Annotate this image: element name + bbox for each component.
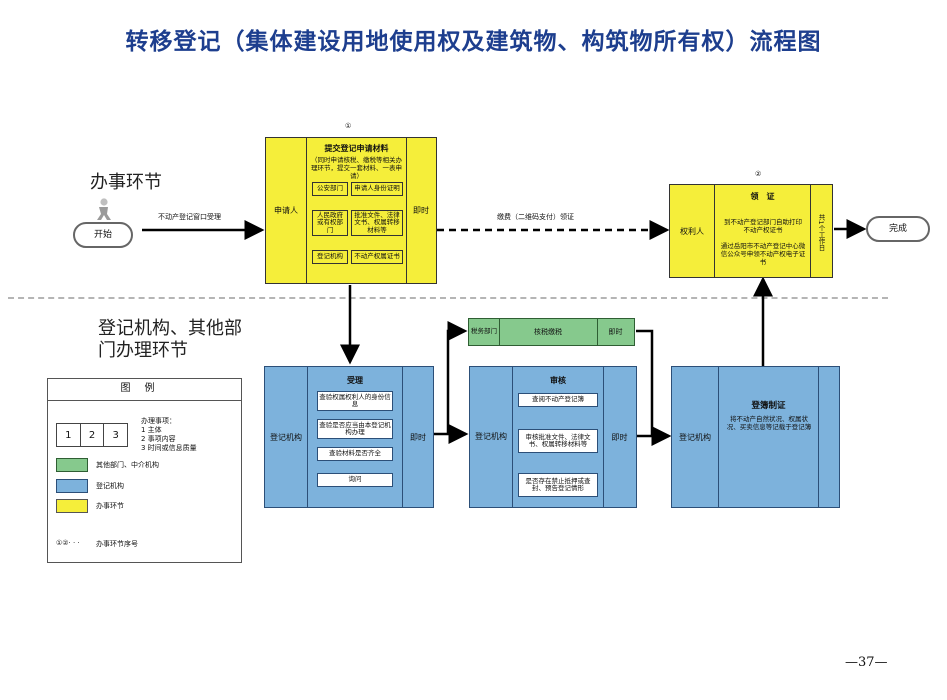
legend-sample-cells: 1 2 3 — [56, 423, 128, 447]
row-left: 登记机构 — [312, 250, 348, 264]
submit-subject: 申请人 — [274, 206, 298, 215]
submit-step: 申请人 即时 提交登记申请材料 （同时申请核税、缴税等相关办理环节，提交一套材料… — [265, 137, 437, 284]
divider — [818, 367, 819, 507]
divider — [597, 319, 598, 345]
accept-item: 查验权属权利人的身份信息 — [317, 391, 393, 411]
row-left: 人民政府或有权部门 — [312, 210, 348, 236]
tax-subject: 税务部门 — [471, 327, 497, 336]
legend-seq-label: 办事环节序号 — [96, 540, 138, 548]
legend-swatch-blue — [56, 479, 88, 493]
divider — [402, 367, 403, 507]
edge-label-window: 不动产登记窗口受理 — [158, 213, 221, 221]
page-number: —37— — [845, 655, 888, 670]
review-item: 查阅不动产登记簿 — [518, 393, 598, 407]
accept-item: 询问 — [317, 473, 393, 487]
legend-cell: 2 — [81, 424, 105, 446]
review-time: 即时 — [611, 432, 628, 442]
divider — [718, 367, 719, 507]
legend-swatch-yellow — [56, 499, 88, 513]
review-subject: 登记机构 — [475, 432, 507, 442]
lane-divider — [8, 297, 888, 299]
start-node: 开始 — [73, 222, 133, 248]
legend-blue-label: 登记机构 — [96, 482, 124, 490]
review-step: 登记机构 即时 审核 查阅不动产登记簿 审核批准文件、法律文书、权属转移材料等 … — [469, 366, 637, 508]
certificate-title: 领 证 — [750, 192, 775, 201]
divider — [406, 138, 407, 283]
tax-title: 核税缴税 — [534, 328, 562, 336]
certificate-line2: 通过岳阳市不动产登记中心微信公众号申领不动产权电子证书 — [720, 242, 806, 267]
register-subject: 登记机构 — [679, 432, 711, 442]
legend-explain-line: 办理事项： — [141, 417, 176, 425]
row-right: 批准文件、法律文书、权属转移材料等 — [351, 210, 403, 236]
tax-step: 税务部门 核税缴税 即时 — [468, 318, 635, 346]
accept-item: 查验是否应当由本登记机构办理 — [317, 419, 393, 439]
accept-title: 受理 — [347, 376, 363, 385]
lane-label-bottom: 登记机构、其他部门办理环节 — [98, 318, 242, 361]
tax-time: 即时 — [608, 328, 623, 336]
legend-title: 图例 — [48, 379, 241, 401]
register-text: 将不动产自然状况、权属状况、买卖信息等记载于登记簿 — [726, 415, 812, 432]
divider — [810, 185, 811, 277]
certificate-time: 共1个工作日 — [817, 213, 825, 251]
legend-swatch-green — [56, 458, 88, 472]
accept-time: 即时 — [410, 432, 426, 442]
certificate-subject: 权利人 — [680, 226, 704, 236]
step-seq-2: ② — [755, 170, 762, 178]
register-step: 登记机构 登簿制证 将不动产自然状况、权属状况、买卖信息等记载于登记簿 — [671, 366, 840, 508]
submit-time: 即时 — [413, 206, 429, 215]
page-title: 转移登记（集体建设用地使用权及建筑物、构筑物所有权）流程图 — [125, 29, 822, 55]
legend: 图例 1 2 3 办理事项： 1 主体 2 事项内容 3 时间或信息质量 其他部… — [47, 378, 242, 563]
submit-note: （同时申请核税、缴税等相关办理环节，提交一套材料、一表申请） — [311, 156, 402, 181]
legend-explain-line: 3 时间或信息质量 — [141, 444, 197, 453]
edge-label-pay: 缴费（二维码支付）领证 — [497, 213, 574, 221]
legend-explain-line: 2 事项内容 — [141, 435, 176, 444]
divider — [603, 367, 604, 507]
divider — [307, 367, 308, 507]
start-label: 开始 — [93, 230, 112, 240]
submit-title: 提交登记申请材料 — [324, 144, 389, 153]
legend-seq-symbol: ①②· · · — [56, 539, 80, 547]
register-title: 登簿制证 — [751, 401, 786, 411]
legend-yellow-label: 办事环节 — [96, 502, 124, 510]
lane-label-top: 办事环节 — [90, 172, 162, 193]
finish-label: 完成 — [888, 224, 907, 234]
review-item: 是否存在禁止抵押或查封、预告登记情形 — [518, 473, 598, 497]
legend-green-label: 其他部门、中介机构 — [96, 461, 159, 469]
row-right: 申请人身份证明 — [351, 182, 403, 196]
row-left: 公安部门 — [312, 182, 348, 196]
review-title: 审核 — [550, 376, 566, 385]
finish-node: 完成 — [866, 216, 930, 242]
divider — [306, 138, 307, 283]
person-icon — [92, 197, 116, 221]
legend-cell: 3 — [112, 429, 119, 441]
step-seq-1: ① — [345, 122, 352, 130]
certificate-step: 权利人 共1个工作日 领 证 到不动产登记部门自助打印不动产权证书 通过岳阳市不… — [669, 184, 833, 278]
accept-step: 登记机构 即时 受理 查验权属权利人的身份信息 查验是否应当由本登记机构办理 查… — [264, 366, 434, 508]
review-item: 审核批准文件、法律文书、权属转移材料等 — [518, 429, 598, 453]
legend-cell: 1 — [57, 424, 81, 446]
accept-subject: 登记机构 — [270, 432, 302, 442]
legend-explain: 办理事项： 1 主体 2 事项内容 3 时间或信息质量 — [141, 417, 237, 453]
certificate-line1: 到不动产登记部门自助打印不动产权证书 — [724, 218, 802, 235]
row-right: 不动产权属证书 — [351, 250, 403, 264]
divider — [512, 367, 513, 507]
divider — [714, 185, 715, 277]
accept-item: 查验材料是否齐全 — [317, 447, 393, 461]
legend-explain-line: 1 主体 — [141, 426, 162, 435]
divider — [499, 319, 500, 345]
